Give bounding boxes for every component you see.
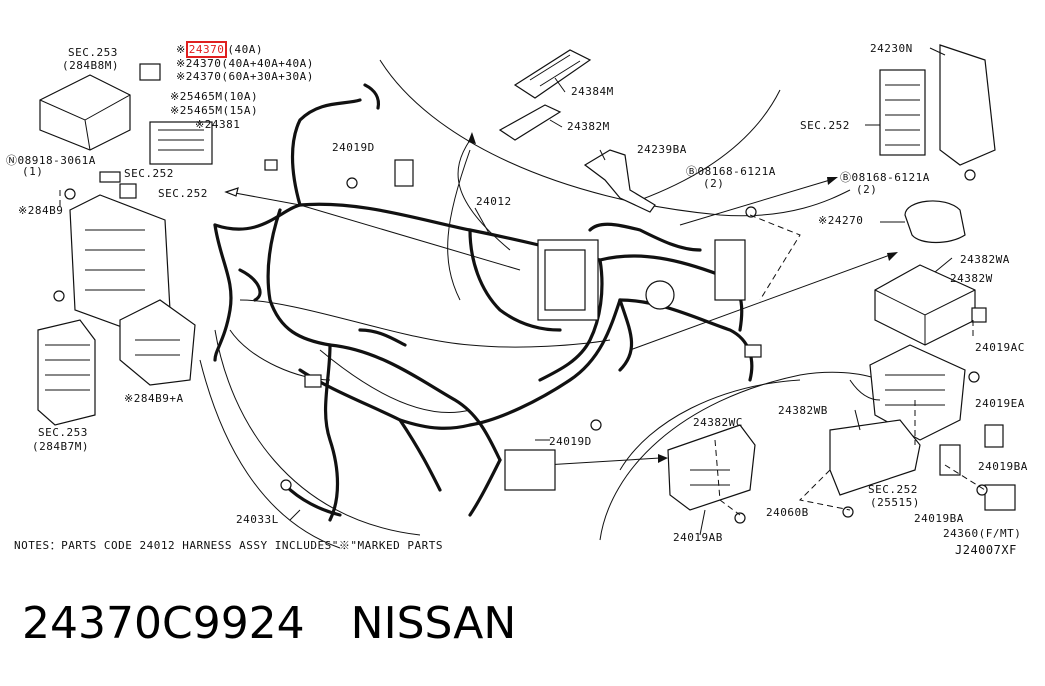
label-24239ba: 24239BA (637, 143, 687, 156)
label-24370-40a[interactable]: ※24370(40A) (176, 41, 263, 58)
label-284b9: ※284B9 (18, 204, 64, 217)
part-caption: 24370C9924 NISSAN (22, 598, 562, 649)
label-sec253-top-sub: (284B8M) (62, 59, 119, 72)
label-08918-qty: (1) (22, 165, 44, 178)
label-24019ea: 24019EA (975, 397, 1025, 410)
label-25465m-15a: ※25465M(15A) (170, 104, 259, 117)
label-24019ab: 24019AB (673, 531, 723, 544)
label-24370-c: ※24370(60A+30A+30A) (176, 70, 314, 83)
part-24270 (904, 200, 966, 244)
label-24019ba-a: 24019BA (978, 460, 1028, 473)
label-24019ac: 24019AC (975, 341, 1025, 354)
bracket-24382w (971, 307, 987, 323)
label-24019ba-b: 24019BA (914, 512, 964, 525)
bracket-284b9a (119, 299, 196, 386)
label-24230n: 24230N (870, 42, 913, 55)
relay-box-24019ac (849, 344, 966, 441)
relay-24381 (149, 121, 213, 165)
label-25465m-10a: ※25465M(10A) (170, 90, 259, 103)
label-figure-code: J24007XF (955, 543, 1017, 557)
label-08168-b-qty: (2) (856, 183, 878, 196)
label-sec252-25515: SEC.252 (868, 483, 918, 496)
label-284b9a: ※284B9+A (124, 392, 184, 405)
label-24019d-top: 24019D (332, 141, 375, 154)
sec252-part-a (99, 171, 121, 183)
label-sec252-a: SEC.252 (124, 167, 174, 180)
part-24382m (498, 104, 562, 141)
label-24382m: 24382M (567, 120, 610, 133)
label-24370-b: ※24370(40A+40A+40A) (176, 57, 314, 70)
label-08168-b: Ⓑ08168-6121A (840, 171, 930, 184)
label-sec252-b: SEC.252 (158, 187, 208, 200)
label-08918: Ⓝ08918-3061A (6, 154, 96, 167)
label-24019d-bottom: 24019D (549, 435, 592, 448)
label-24012: 24012 (476, 195, 512, 208)
highlighted-part-number[interactable]: 24370 (185, 41, 228, 58)
label-24381: ※24381 (195, 118, 241, 131)
part-number: 24370C9924 (22, 598, 305, 649)
label-24382wa: 24382WA (960, 253, 1010, 266)
leader-lines (59, 190, 986, 516)
fuse-box-284b8m (39, 74, 131, 151)
reference-arrows (224, 89, 898, 466)
label-24060b: 24060B (766, 506, 809, 519)
notes-text: NOTES：PARTS CODE 24012 HARNESS ASSY INCL… (14, 539, 443, 552)
label-24370-40a-rating: (40A) (227, 43, 263, 56)
bracket-284b9 (69, 194, 171, 331)
harness-connectors (264, 159, 762, 491)
bracket-24239ba (583, 149, 656, 213)
bracket-24382wc (667, 424, 756, 511)
label-24360: 24360(F/MT) (943, 527, 1022, 540)
label-08168-a: Ⓑ08168-6121A (686, 165, 776, 178)
label-sec252-25515-sub: (25515) (870, 496, 920, 509)
label-leaders (289, 47, 953, 536)
label-24382wb: 24382WB (778, 404, 828, 417)
brand-name: NISSAN (350, 598, 517, 649)
fusible-link-24370 (139, 63, 161, 81)
part-24384m (513, 49, 592, 99)
label-sec253-bottom-sub: (284B7M) (32, 440, 89, 453)
label-24033l: 24033L (236, 513, 279, 526)
label-sec253-bottom: SEC.253 (38, 426, 88, 439)
label-sec252-right: SEC.252 (800, 119, 850, 132)
label-24382wc: 24382WC (693, 416, 743, 429)
label-24382w: 24382W (950, 272, 993, 285)
label-24384m: 24384M (571, 85, 614, 98)
wiring-harness-diagram (37, 44, 1016, 549)
label-08168-a-qty: (2) (703, 177, 725, 190)
connector-24360 (939, 424, 1016, 511)
bolts (53, 169, 988, 524)
label-sec253-top: SEC.253 (68, 46, 118, 59)
relay-block-24230n (879, 44, 996, 166)
label-24270: ※24270 (818, 214, 864, 227)
sec252-part-b (119, 183, 137, 199)
fuse-box-284b7m (37, 319, 96, 426)
